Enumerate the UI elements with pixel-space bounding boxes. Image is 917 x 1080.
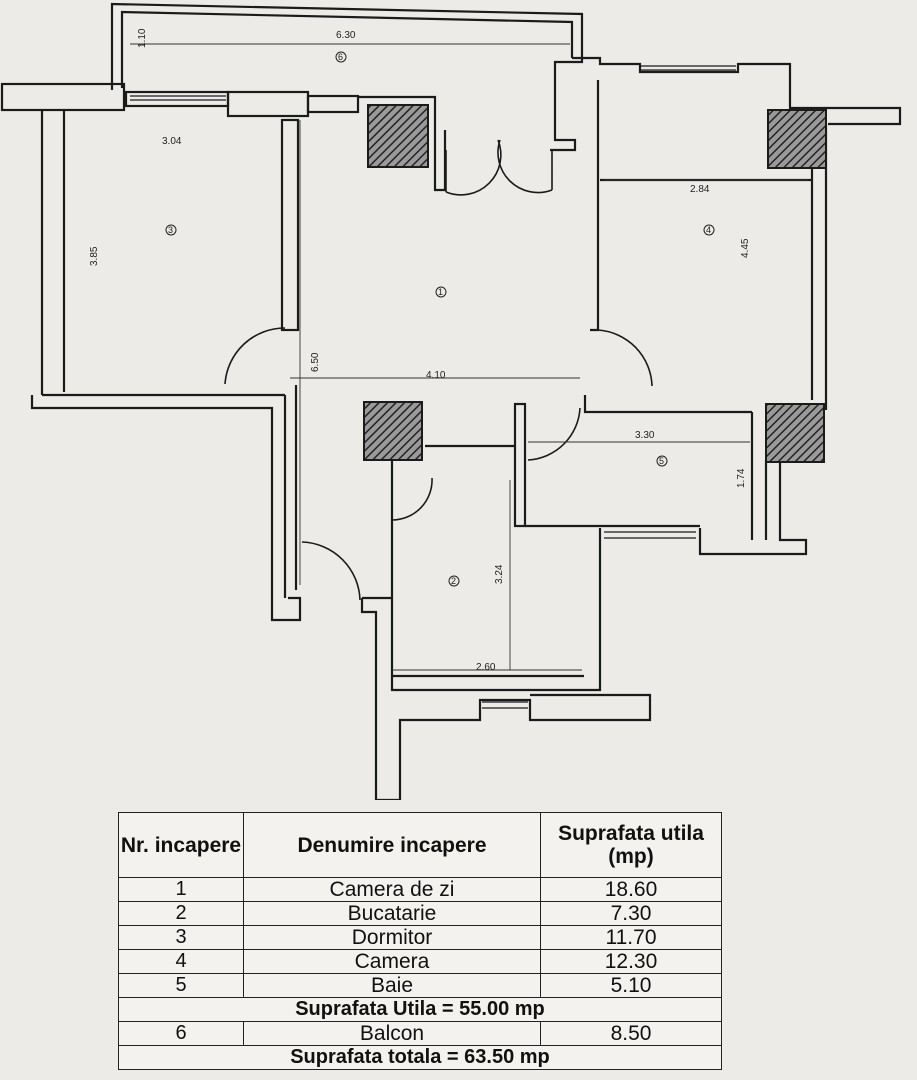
dim-bath-depth: 1.74: [736, 468, 747, 488]
row-name: Balcon: [243, 1021, 541, 1046]
dim-bath-width: 3.30: [635, 430, 655, 441]
table-row: 5 Baie 5.10: [118, 973, 722, 998]
row-name: Bucatarie: [243, 901, 541, 926]
dim-bedroom-width: 3.04: [162, 136, 182, 147]
header-room-number: Nr. incapere: [118, 812, 244, 878]
row-area: 5.10: [540, 973, 722, 998]
dim-kitchen-width: 2.60: [476, 662, 496, 673]
row-name: Baie: [243, 973, 541, 998]
room-area-table: Nr. incapere Denumire incapere Suprafata…: [118, 812, 722, 1070]
row-name: Dormitor: [243, 925, 541, 950]
row-area: 8.50: [540, 1021, 722, 1046]
door-swings: [224, 139, 653, 601]
room-marker-6: 6: [338, 52, 343, 62]
windows: [130, 65, 736, 709]
room-marker-2: 2: [451, 576, 456, 586]
header-useful-area: Suprafata utila (mp): [540, 812, 722, 878]
row-area: 7.30: [540, 901, 722, 926]
table-row: 6 Balcon 8.50: [118, 1021, 722, 1046]
row-nr: 6: [118, 1021, 244, 1046]
table-row: 2 Bucatarie 7.30: [118, 901, 722, 926]
row-nr: 4: [118, 949, 244, 974]
dim-living-width: 4.10: [426, 370, 446, 381]
row-name: Camera: [243, 949, 541, 974]
row-nr: 5: [118, 973, 244, 998]
row-nr: 2: [118, 901, 244, 926]
column-hatched: [363, 401, 423, 461]
table-row: 3 Dormitor 11.70: [118, 925, 722, 950]
room-markers: [165, 51, 715, 587]
dimension-lines: [130, 43, 808, 671]
dim-room4-depth: 4.45: [740, 238, 751, 258]
room-marker-3: 3: [168, 225, 173, 235]
column-hatched: [767, 109, 827, 169]
row-nr: 3: [118, 925, 244, 950]
row-nr: 1: [118, 877, 244, 902]
dim-balcony-width: 6.30: [336, 30, 356, 41]
row-area: 12.30: [540, 949, 722, 974]
useful-total-row: Suprafata Utila = 55.00 mp: [118, 997, 722, 1022]
row-area: 11.70: [540, 925, 722, 950]
grand-total-row: Suprafata totala = 63.50 mp: [118, 1045, 722, 1070]
column-hatched: [367, 104, 429, 168]
dim-room4-width: 2.84: [690, 184, 710, 195]
table-row: 4 Camera 12.30: [118, 949, 722, 974]
table-row: 1 Camera de zi 18.60: [118, 877, 722, 902]
column-hatched: [765, 403, 825, 463]
walls: [0, 2, 902, 800]
balcony-outline: [110, 2, 584, 152]
exterior-wall-top-left: [0, 82, 126, 112]
row-name: Camera de zi: [243, 877, 541, 902]
room-marker-5: 5: [659, 456, 664, 466]
room-marker-4: 4: [706, 225, 711, 235]
table-header-row: Nr. incapere Denumire incapere Suprafata…: [118, 812, 722, 878]
partition-bedroom-living: [280, 118, 300, 332]
row-area: 18.60: [540, 877, 722, 902]
dim-balcony-depth: 1.10: [137, 28, 148, 48]
dim-bedroom-depth: 3.85: [89, 246, 100, 266]
floor-plan: 6.30 1.10 3.04 3.85 6.50 4.10 2.84 4.45 …: [0, 2, 902, 800]
useful-total: Suprafata Utila = 55.00 mp: [118, 997, 722, 1022]
room-marker-1: 1: [438, 287, 443, 297]
dim-living-depth: 6.50: [310, 352, 321, 372]
grand-total: Suprafata totala = 63.50 mp: [118, 1045, 722, 1070]
dim-kitchen-depth: 3.24: [494, 564, 505, 584]
header-room-name: Denumire incapere: [243, 812, 541, 878]
